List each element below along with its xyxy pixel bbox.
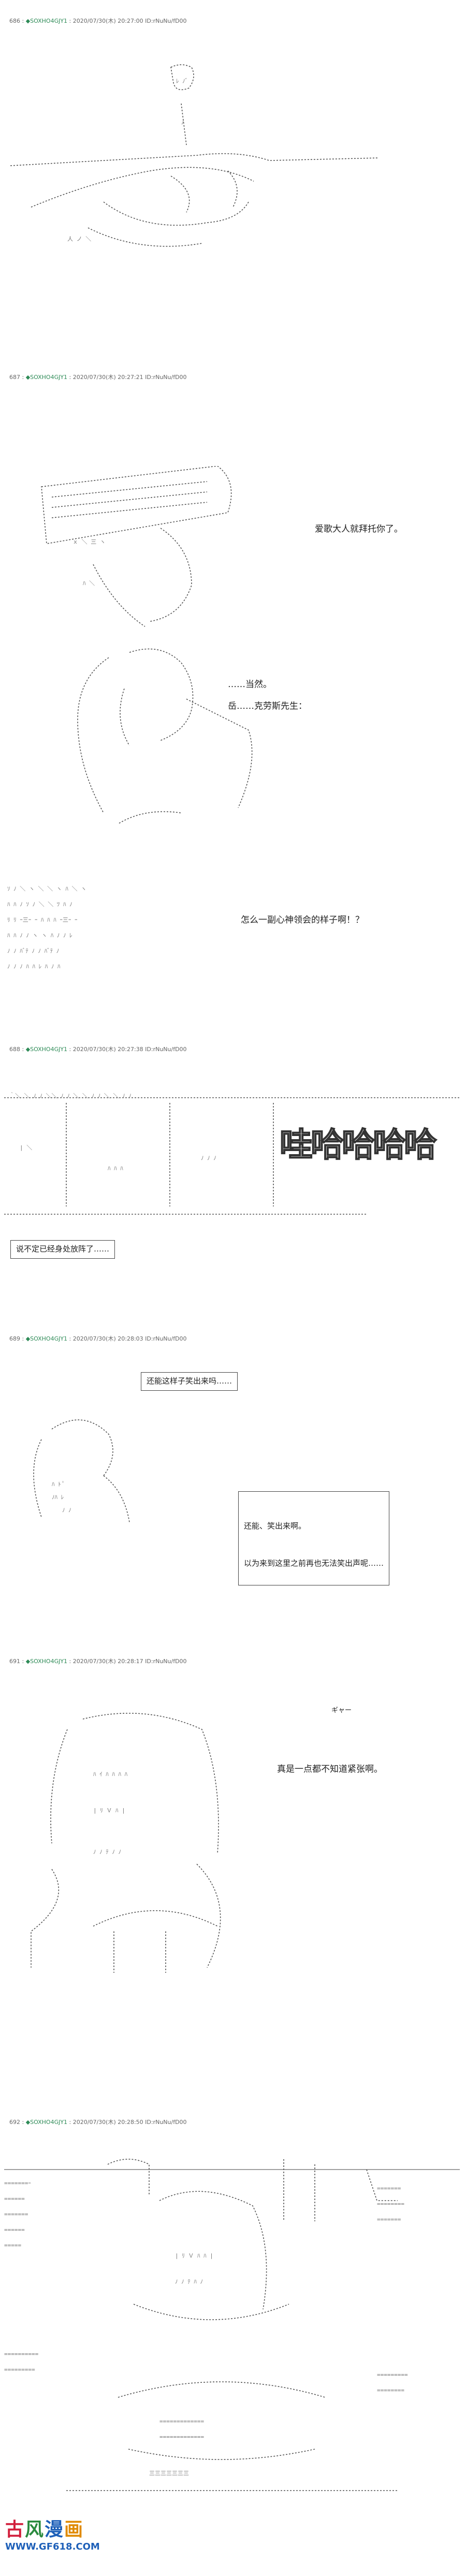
post-meta: 2020/07/30(木) 20:27:21 ID:rNuNu/fD00 (72, 374, 187, 381)
svg-text:ﾉ ﾉ ﾃ ﾉ ﾉ: ﾉ ﾉ ﾃ ﾉ ﾉ (93, 1849, 121, 1855)
watermark-char: 画 (64, 2519, 84, 2540)
ascii-art-crowd: ｿ ﾉ ＼ ヽ ＼ ＼ ヽ ﾊ ＼ ヽ ﾊ ﾊ ﾉ ｿ ﾉ ＼ ＼ ﾂ ﾊ ﾉ … (7, 880, 230, 984)
svg-text:ﾊ ﾄ ﾟ: ﾊ ﾄ ﾟ (52, 1481, 65, 1488)
ascii-art-figure-profile (62, 637, 280, 844)
svg-text:人 ノ ＼: 人 ノ ＼ (67, 236, 91, 242)
dialogue-box: 还能这样子笑出来吗…… (141, 1372, 238, 1391)
svg-text:ﾊ ｲ ﾊ ﾊ ﾊ ﾊ: ﾊ ｲ ﾊ ﾊ ﾊ ﾊ (93, 1771, 128, 1778)
svg-text:ﾚ ﾉﾞ: ﾚ ﾉﾞ (176, 78, 188, 84)
post-header: 688 : ◆SOXHO4GJY1 : 2020/07/30(木) 20:27:… (9, 1046, 187, 1053)
svg-text:=======: ======= (4, 2211, 28, 2218)
svg-text:=======: ======= (377, 2216, 401, 2223)
svg-text:| ﾘ Ｖ ﾊ |: | ﾘ Ｖ ﾊ | (93, 1807, 125, 1814)
post-meta: 2020/07/30(木) 20:27:38 ID:rNuNu/fD00 (72, 1046, 187, 1053)
post-trip: ◆SOXHO4GJY1 (25, 18, 68, 24)
ascii-art-group-scene: =======ｰ ====== ======= ====== ===== ===… (4, 2149, 460, 2511)
svg-text:=============: ============= (159, 2434, 204, 2440)
ascii-art-figure-standing: ﾊ ｲ ﾊ ﾊ ﾊ ﾊ | ﾘ Ｖ ﾊ | ﾉ ﾉ ﾃ ﾉ ﾉ (10, 1698, 342, 1973)
svg-text:ﾉ ﾉ ﾉ ﾊ ﾊ ﾚ ﾊ ﾉ ﾊ: ﾉ ﾉ ﾉ ﾊ ﾊ ﾚ ﾊ ﾉ ﾊ (7, 963, 61, 970)
svg-text:=====: ===== (4, 2242, 21, 2249)
svg-text:=========: ========= (377, 2371, 408, 2378)
site-watermark: 古风漫画 WWW.GF618.COM (5, 2521, 100, 2553)
dialogue-box: 说不定已经身处放阵了…… (10, 1240, 115, 1259)
post-header: 689 : ◆SOXHO4GJY1 : 2020/07/30(木) 20:28:… (9, 1335, 187, 1342)
dialogue-text: 真是一点都不知道紧张啊。 (277, 1764, 383, 1774)
post-meta: 2020/07/30(木) 20:28:50 ID:rNuNu/fD00 (72, 2119, 187, 2126)
watermark-char: 古 (5, 2519, 25, 2540)
svg-text:三三三三三三三: 三三三三三三三 (149, 2470, 189, 2477)
post-header: 687 : ◆SOXHO4GJY1 : 2020/07/30(木) 20:27:… (9, 374, 187, 381)
svg-text:ｿ ﾉ ＼ ヽ ＼ ＼ ヽ ﾊ ＼ ヽ: ｿ ﾉ ＼ ヽ ＼ ＼ ヽ ﾊ ＼ ヽ (7, 885, 86, 892)
svg-text:| ﾘ Ｖ ﾊ ﾊ |: | ﾘ Ｖ ﾊ ﾊ | (175, 2252, 213, 2259)
svg-text:ﾉﾊ ﾚ: ﾉﾊ ﾚ (52, 1494, 64, 1501)
svg-text:========: ======== (377, 2387, 404, 2394)
ascii-art-figure-bowing: ﾊ ﾄ ﾟ ﾉﾊ ﾚ ﾉ ﾉ (21, 1408, 155, 1527)
post-trip: ◆SOXHO4GJY1 (25, 1335, 68, 1342)
svg-text:ﾉ: ﾉ (181, 119, 184, 126)
post-number: 691 (9, 1658, 20, 1665)
post-trip: ◆SOXHO4GJY1 (25, 1658, 68, 1665)
post-number: 689 (9, 1335, 20, 1342)
dialogue-text: 岳……克劳斯先生： (228, 701, 307, 711)
svg-text:=======: ======= (377, 2185, 401, 2192)
dialogue-box: 还能、笑出来啊。 以为来到这里之前再也无法笑出声呢…… (238, 1491, 390, 1585)
post-trip: ◆SOXHO4GJY1 (25, 2119, 68, 2126)
sound-effect: ギャー (331, 1707, 352, 1714)
watermark-url: WWW.GF618.COM (5, 2541, 100, 2552)
watermark-char: 风 (25, 2519, 45, 2540)
ascii-art-hand-clasp: ﾚ ﾉﾞ ﾉ 人 ノ ＼ (0, 47, 466, 269)
svg-text:======: ====== (4, 2195, 25, 2202)
svg-text:ﾉ ﾉ ﾃ ﾊ ﾉ: ﾉ ﾉ ﾃ ﾊ ﾉ (175, 2278, 203, 2285)
svg-text:ﾘ ﾘ ｰ三ｰ ｰ ﾊ ﾊ ﾊ ｰ三ｰ ｰ: ﾘ ﾘ ｰ三ｰ ｰ ﾊ ﾊ ﾊ ｰ三ｰ ｰ (7, 916, 77, 923)
svg-text:=============: ============= (159, 2418, 204, 2425)
post-number: 688 (9, 1046, 20, 1053)
svg-text:ﾊ ＼: ﾊ ＼ (83, 580, 95, 587)
post-header: 686 : ◆SOXHO4GJY1 : 2020/07/30(木) 20:27:… (9, 18, 187, 24)
svg-text:ﾊ ﾊ ﾉ ｿ ﾉ ＼ ＼ ﾂ ﾊ ﾉ: ﾊ ﾊ ﾉ ｿ ﾉ ＼ ＼ ﾂ ﾊ ﾉ (7, 901, 72, 908)
svg-text:ﾉ ﾉ ﾉ: ﾉ ﾉ ﾉ (201, 1155, 216, 1161)
watermark-char: 漫 (45, 2519, 65, 2540)
svg-text:========: ======== (377, 2201, 404, 2207)
post-meta: 2020/07/30(木) 20:28:17 ID:rNuNu/fD00 (72, 1658, 187, 1665)
post-header: 692 : ◆SOXHO4GJY1 : 2020/07/30(木) 20:28:… (9, 2119, 187, 2126)
post-number: 692 (9, 2119, 20, 2126)
svg-text:ﾊ ﾊ ﾊ: ﾊ ﾊ ﾊ (108, 1165, 123, 1172)
dialogue-line: 还能、笑出来啊。 (244, 1521, 307, 1531)
post-meta: 2020/07/30(木) 20:28:03 ID:rNuNu/fD00 (72, 1335, 187, 1342)
ascii-art-figure-kneeling: ｘ ＼ 三 ヽ ﾊ ＼ (31, 466, 300, 632)
sound-effect: 哇哈哈哈哈 (279, 1126, 438, 1165)
svg-text:ﾉ ﾉ ﾊﾞﾃ ﾉ ﾉ ﾊﾞﾃ ﾉ: ﾉ ﾉ ﾊﾞﾃ ﾉ ﾉ ﾊﾞﾃ ﾉ (7, 948, 59, 954)
dialogue-text: 怎么一副心神领会的样子啊！？ (241, 915, 364, 925)
dialogue-text: ……当然。 (228, 679, 272, 690)
svg-text:=========: ========= (4, 2366, 35, 2373)
post-trip: ◆SOXHO4GJY1 (25, 1046, 68, 1053)
svg-text:======: ====== (4, 2226, 25, 2233)
dialogue-text: 爱歌大人就拜托你了。 (315, 524, 403, 534)
watermark-logo: 古风漫画 (5, 2521, 100, 2539)
ascii-art-laughing-panel: ｀＼ ＼ ﾉ ﾉ ＼＼ ﾉ ﾉ ＼ ＼ ﾉ ﾉ ＼ ＼ ﾉ ﾉ | ＼ ﾊ ﾊ … (4, 1087, 460, 1222)
post-number: 686 (9, 18, 20, 24)
svg-text:ﾊ ﾊ ﾉ ﾉ ヽ ヽ ﾊ ﾉ ﾉ ﾚ: ﾊ ﾊ ﾉ ﾉ ヽ ヽ ﾊ ﾉ ﾉ ﾚ (7, 932, 72, 939)
svg-text:ﾉ ﾉ: ﾉ ﾉ (62, 1507, 71, 1513)
post-trip: ◆SOXHO4GJY1 (25, 374, 68, 381)
post-number: 687 (9, 374, 20, 381)
svg-text:=======ｰ: =======ｰ (4, 2180, 31, 2187)
svg-text:｀＼ ＼ ﾉ ﾉ ＼＼ ﾉ ﾉ ＼ ＼ ﾉ ﾉ ＼: ｀＼ ＼ ﾉ ﾉ ＼＼ ﾉ ﾉ ＼ ＼ ﾉ ﾉ ＼ ＼ ﾉ ﾉ (9, 1091, 132, 1099)
svg-text:ｘ ＼ 三 ヽ: ｘ ＼ 三 ヽ (72, 539, 106, 545)
svg-text:==========: ========== (4, 2351, 39, 2357)
dialogue-line: 以为来到这里之前再也无法笑出声呢…… (244, 1559, 384, 1568)
svg-text:| ＼: | ＼ (20, 1144, 32, 1151)
post-header: 691 : ◆SOXHO4GJY1 : 2020/07/30(木) 20:28:… (9, 1658, 187, 1665)
post-meta: 2020/07/30(木) 20:27:00 ID:rNuNu/fD00 (72, 18, 187, 24)
